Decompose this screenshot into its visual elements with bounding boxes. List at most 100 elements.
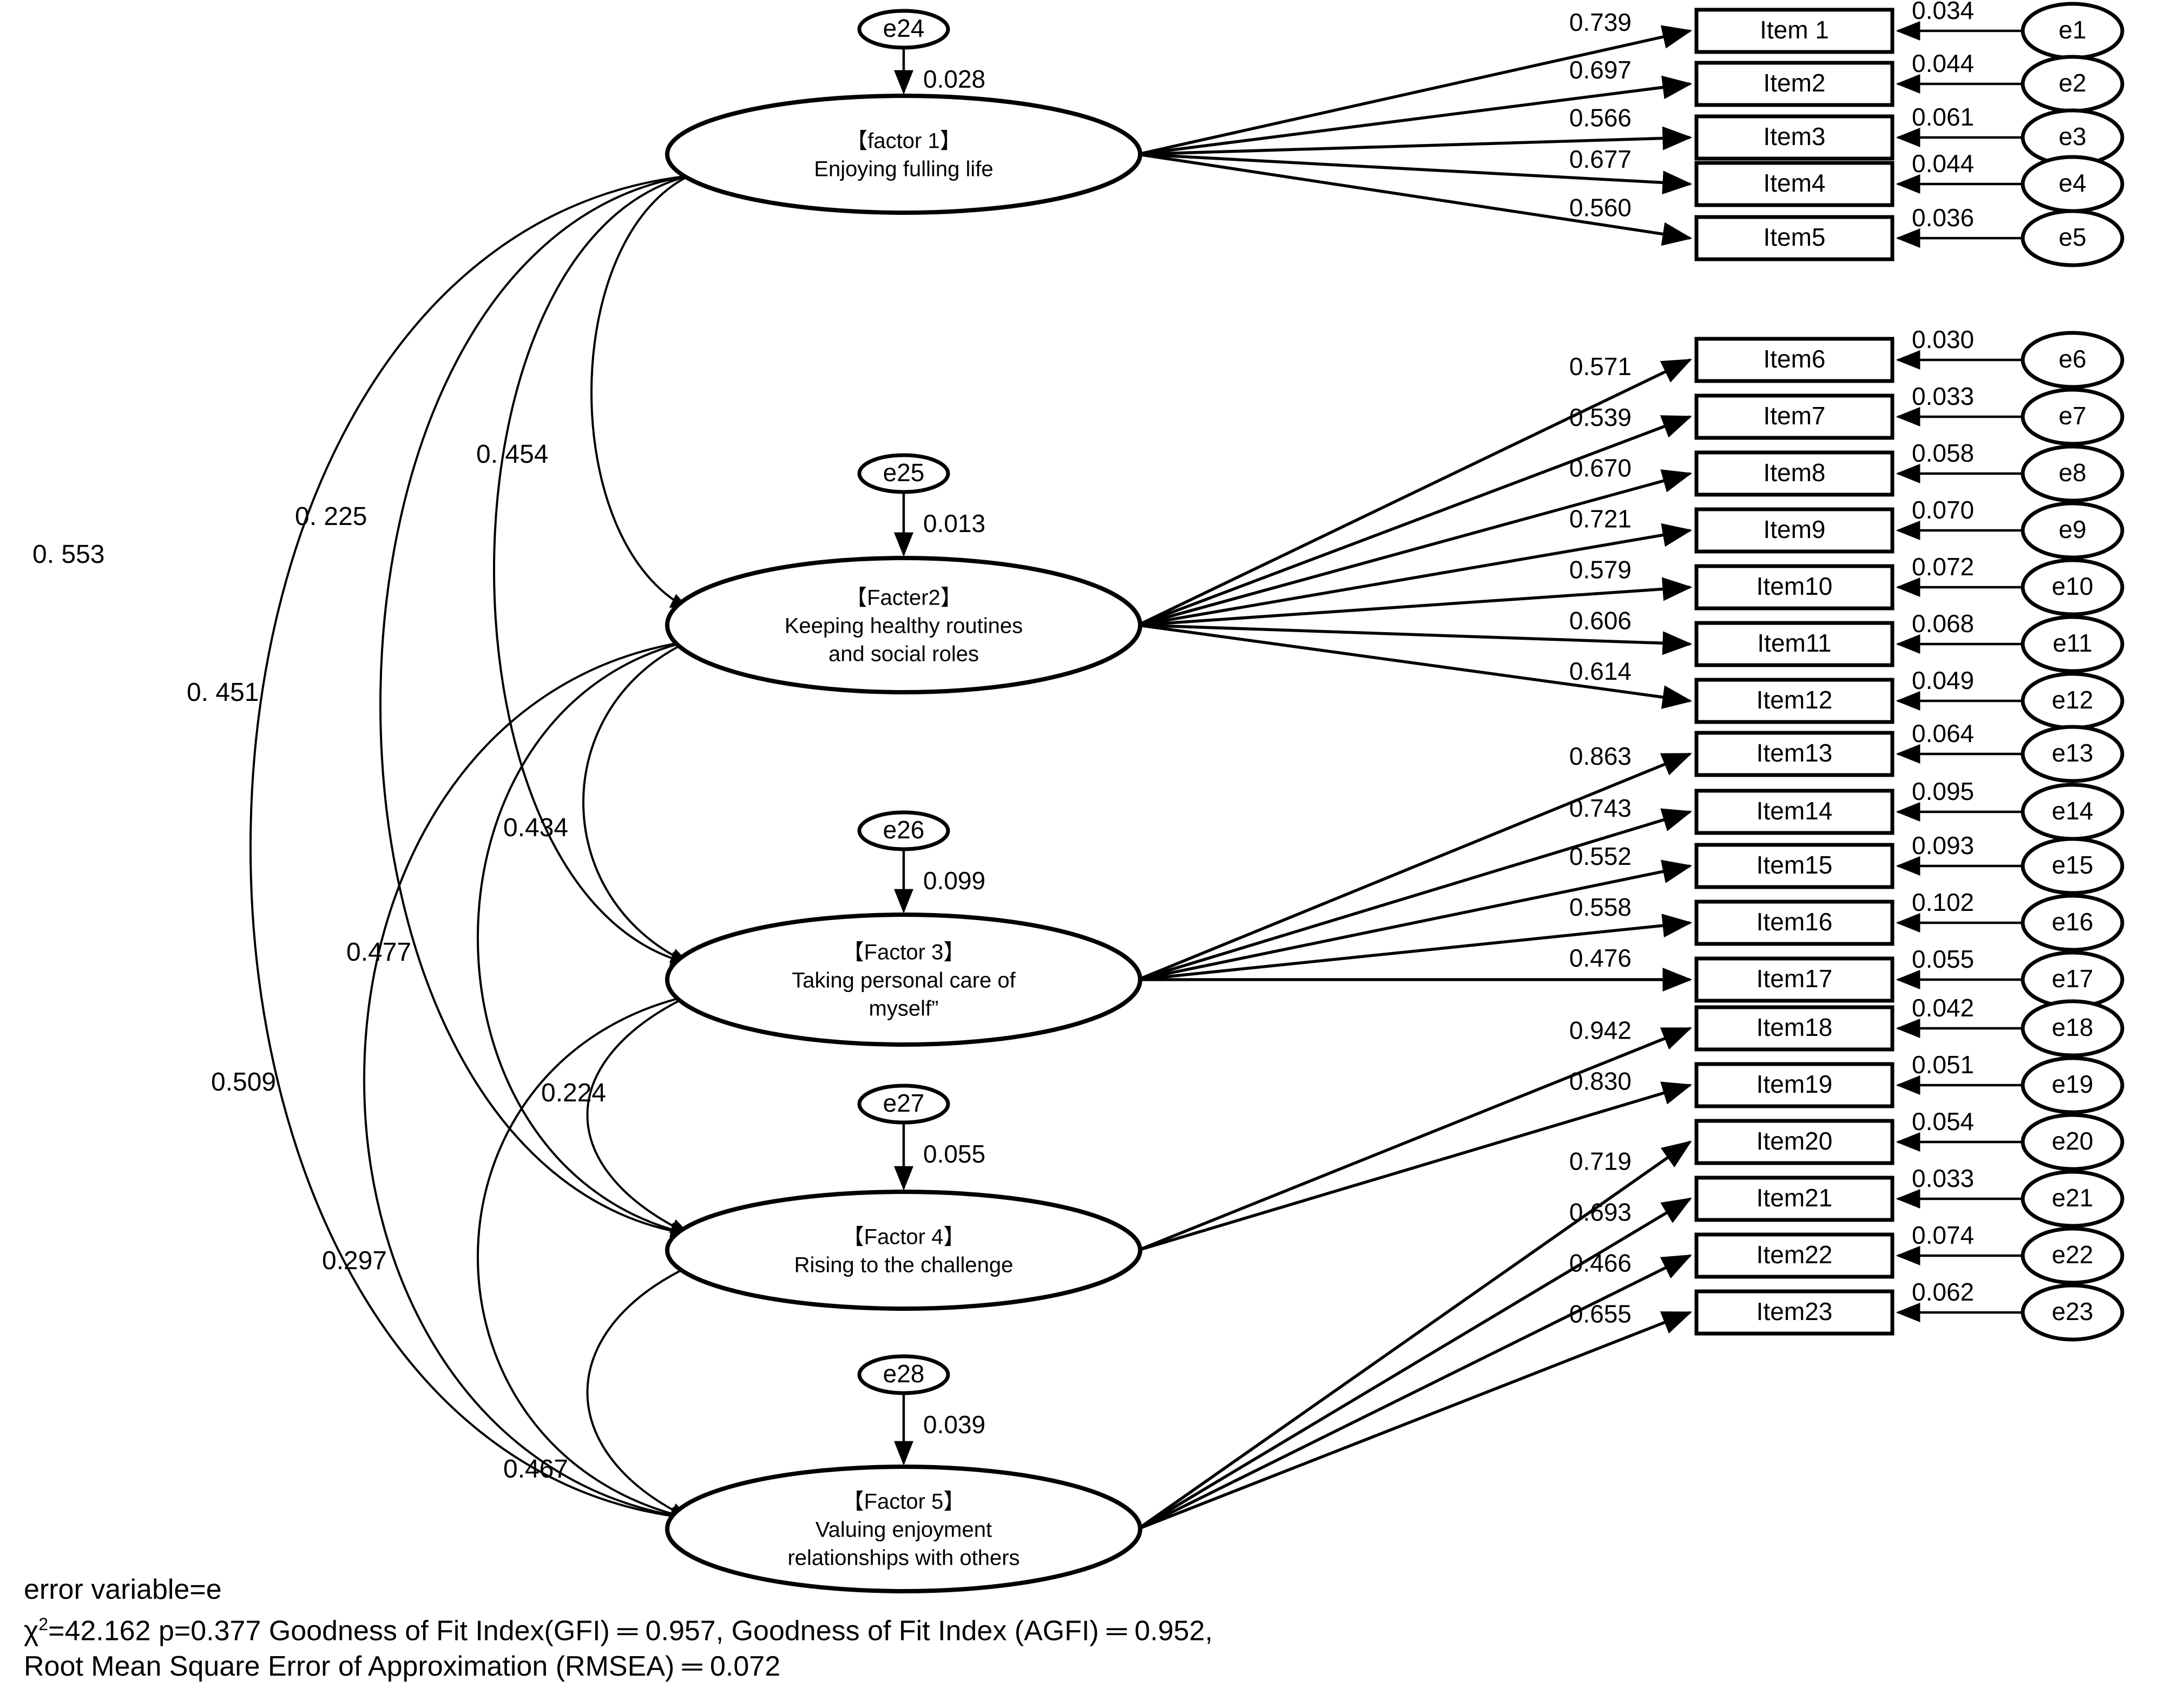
disturbance-e26: e26 (883, 816, 925, 844)
error-e19: e19 (2052, 1070, 2094, 1098)
item-label: Item18 (1757, 1013, 1833, 1041)
item-box[interactable] (1694, 789, 1894, 835)
error-variance-value: 0.074 (1912, 1221, 1974, 1249)
caption-block: error variable=e χ2=42.162 p=0.377 Goodn… (24, 1573, 1213, 1684)
factor-name-line: Taking personal care of (792, 969, 1016, 993)
loading-value: 0.552 (1569, 842, 1632, 870)
fit-indices-line-1: χ2=42.162 p=0.377 Goodness of Fit Index(… (24, 1606, 1213, 1649)
item-label: Item11 (1757, 629, 1831, 657)
loading-value: 0.558 (1569, 893, 1632, 921)
item-box[interactable] (1694, 215, 1894, 261)
correlation-value-factor1-factor2: 0. 454 (476, 440, 548, 469)
error-e15: e15 (2052, 851, 2094, 879)
item-label: Item19 (1757, 1070, 1833, 1098)
error-e13: e13 (2052, 739, 2094, 767)
item-box[interactable] (1694, 61, 1894, 107)
error-variance-value: 0.064 (1912, 719, 1974, 747)
item-box[interactable] (1694, 1289, 1894, 1336)
item-box[interactable] (1694, 1005, 1894, 1052)
error-variance-value: 0.051 (1912, 1051, 1974, 1079)
factor-ellipse-factor1[interactable] (665, 94, 1142, 215)
factor-ellipse-factor2[interactable] (665, 556, 1142, 694)
disturbance-e27: e27 (883, 1089, 925, 1117)
error-e12: e12 (2052, 686, 2094, 714)
loading-value: 0.560 (1569, 194, 1632, 222)
item-box[interactable] (1694, 114, 1894, 161)
item-label: Item 1 (1760, 16, 1829, 44)
error-variance-value: 0.033 (1912, 1164, 1974, 1192)
factor-name-line: and social roles (828, 642, 979, 666)
error-variance-value: 0.042 (1912, 994, 1974, 1022)
correlation-value-factor1-factor3: 0. 225 (295, 502, 367, 531)
item-box[interactable] (1694, 1062, 1894, 1108)
item-box[interactable] (1694, 1176, 1894, 1222)
error-e7: e7 (2058, 402, 2086, 430)
item-box[interactable] (1694, 8, 1894, 54)
loading-value: 0.614 (1569, 657, 1632, 685)
error-variance-value: 0.058 (1912, 439, 1974, 467)
disturbance-value: 0.039 (923, 1410, 985, 1439)
item-box[interactable] (1694, 900, 1894, 946)
error-variance-value: 0.034 (1912, 0, 1974, 24)
disturbance-value: 0.028 (923, 65, 985, 93)
item-label: Item4 (1763, 169, 1825, 197)
item-box[interactable] (1694, 621, 1894, 667)
error-variance-value: 0.054 (1912, 1107, 1974, 1135)
error-variance-value: 0.049 (1912, 666, 1974, 694)
factor-name-line: myself” (869, 997, 939, 1021)
item-label: Item10 (1757, 572, 1833, 600)
loading-value: 0.677 (1569, 145, 1632, 173)
error-variance-value: 0.061 (1912, 103, 1974, 131)
item-box[interactable] (1694, 393, 1894, 440)
item-box[interactable] (1694, 843, 1894, 889)
error-e4: e4 (2058, 169, 2086, 197)
disturbance-e24: e24 (883, 14, 925, 42)
error-e2: e2 (2058, 69, 2086, 97)
loading-value: 0.743 (1569, 794, 1632, 822)
factor-tag-factor2: 【Facter2】 (845, 586, 962, 610)
item-box[interactable] (1694, 678, 1894, 724)
error-e9: e9 (2058, 515, 2086, 543)
item-box[interactable] (1694, 956, 1894, 1003)
error-variance-value: 0.030 (1912, 325, 1974, 353)
factor-ellipse-factor5[interactable] (665, 1465, 1142, 1593)
factor-name-line: Rising to the challenge (794, 1253, 1014, 1277)
loading-value: 0.571 (1569, 352, 1632, 380)
error-variance-value: 0.095 (1912, 777, 1974, 805)
error-e14: e14 (2052, 797, 2094, 825)
item-box[interactable] (1694, 564, 1894, 611)
correlation-value-factor2-factor4: 0.477 (346, 938, 411, 967)
item-label: Item13 (1757, 739, 1833, 767)
item-box[interactable] (1694, 161, 1894, 207)
factor-name-line: relationships with others (787, 1546, 1019, 1570)
item-label: Item9 (1763, 515, 1825, 543)
error-variance-value: 0.044 (1912, 149, 1974, 178)
error-variance-value: 0.072 (1912, 553, 1974, 581)
item-box[interactable] (1694, 1119, 1894, 1165)
factor-ellipse-factor4[interactable] (665, 1190, 1142, 1311)
loading-value: 0.476 (1569, 944, 1632, 972)
factor-ellipse-factor3[interactable] (665, 913, 1142, 1047)
disturbance-e28: e28 (883, 1360, 925, 1388)
item-label: Item16 (1757, 908, 1833, 936)
loading-value: 0.539 (1569, 403, 1632, 431)
item-box[interactable] (1694, 450, 1894, 497)
item-label: Item6 (1763, 345, 1825, 373)
item-label: Item5 (1763, 223, 1825, 251)
legend-text: error variable=e (24, 1574, 222, 1605)
disturbance-value: 0.013 (923, 509, 985, 537)
correlation-value-factor1-factor4: 0. 451 (187, 678, 259, 707)
item-box[interactable] (1694, 507, 1894, 554)
item-box[interactable] (1694, 337, 1894, 383)
error-e8: e8 (2058, 458, 2086, 487)
loading-value: 0.566 (1569, 103, 1632, 132)
loading-value: 0.606 (1569, 606, 1632, 634)
error-variance-value: 0.068 (1912, 609, 1974, 638)
item-label: Item8 (1763, 458, 1825, 487)
item-box[interactable] (1694, 731, 1894, 777)
item-box[interactable] (1694, 1232, 1894, 1279)
error-e6: e6 (2058, 345, 2086, 373)
error-e23: e23 (2052, 1297, 2094, 1325)
